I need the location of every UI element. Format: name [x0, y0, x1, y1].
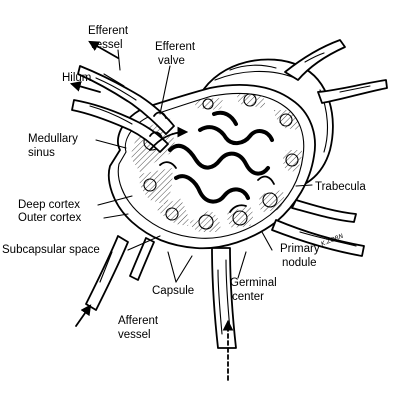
label-outer-cortex: Outer cortex	[18, 212, 82, 224]
label-subcapsular-space: Subcapsular space	[2, 244, 100, 256]
label-efferent-vessel-line1: Efferent	[88, 25, 129, 37]
label-deep-cortex: Deep cortex	[18, 199, 80, 211]
efferent-vessels-upper-right	[284, 39, 388, 104]
label-afferent-vessel-line1: Afferent	[118, 315, 159, 327]
flow-arrows	[69, 40, 234, 381]
hilum-flow-arrow	[69, 81, 101, 93]
medullary-flow-arrow	[149, 126, 189, 151]
label-medullary-sinus-line1: Medullary	[28, 133, 78, 145]
hilum-vessels	[71, 65, 175, 153]
label-efferent-vessel-line2: vessel	[90, 39, 123, 51]
labels: Efferent vessel Efferent valve Hilum Med…	[2, 25, 366, 341]
label-efferent-valve-line1: Efferent	[155, 41, 196, 53]
label-efferent-valve-line2: valve	[158, 55, 185, 67]
label-hilum: Hilum	[62, 72, 91, 84]
label-primary-nodule-line1: Primary	[280, 243, 320, 255]
label-trabecula: Trabecula	[315, 181, 366, 193]
label-capsule: Capsule	[152, 285, 194, 297]
efferent-flow-arrow	[88, 40, 119, 59]
label-primary-nodule-line2: nodule	[282, 257, 317, 269]
leader-lines	[95, 49, 313, 283]
label-germinal-center-line1: Germinal	[230, 277, 277, 289]
afferent-vessels	[85, 199, 365, 349]
label-germinal-center-line2: center	[232, 291, 264, 303]
label-medullary-sinus-line2: sinus	[28, 147, 55, 159]
afferent-flow-arrow-left	[75, 304, 92, 327]
label-afferent-vessel-line2: vessel	[118, 329, 151, 341]
